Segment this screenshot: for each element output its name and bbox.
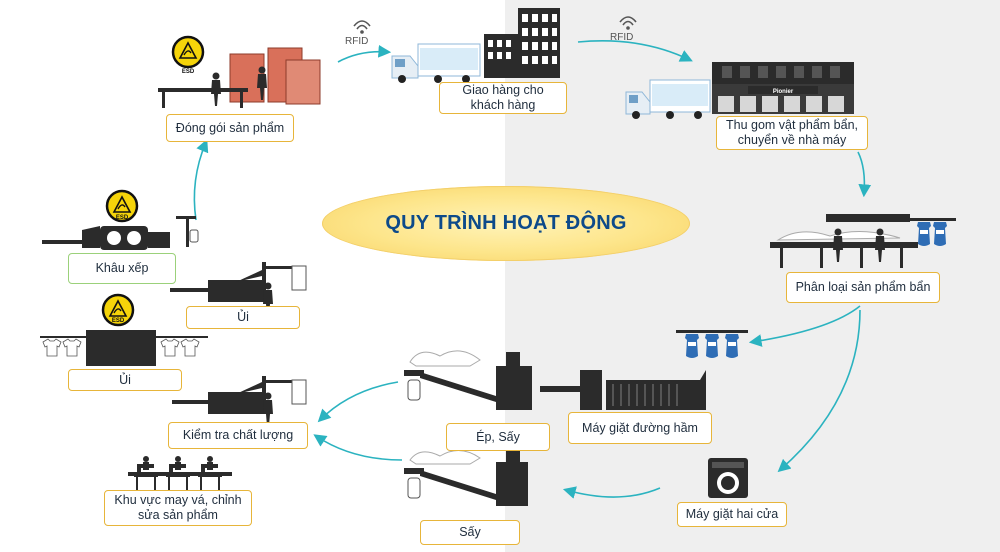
ironing-line: ESD [40,293,208,366]
ironing-machine-icon [170,262,307,316]
step-iron-1-label: Ủi [237,310,249,324]
rfid-icon [353,20,371,35]
rfid-label-2: RFID [610,32,633,43]
quality-check-station [172,376,307,426]
rfid-icon [619,16,637,31]
shirt-icon [180,338,200,357]
rfid-label-1: RFID [345,36,368,47]
factory-sign: Pionier [773,89,794,95]
step-iron-1: Ủi [186,306,300,329]
step-tunnel-washer: Máy giặt đường hầm [568,412,712,444]
step-quality-check: Kiểm tra chất lượng [168,422,308,449]
step-delivery: Giao hàng cho khách hàng [439,82,567,114]
step-collect-label: Thu gom vật phẩm bẩn, chuyển về nhà máy [725,118,859,147]
title-ellipse: QUY TRÌNH HOẠT ĐỘNG [322,186,690,261]
step-iron-2: Ủi [68,369,182,391]
bag-icon [705,334,719,358]
sewing-area [128,456,232,491]
step-sort: Phân loại sản phẩm bẩn [786,272,940,303]
shirt-icon [62,338,82,357]
page-title: QUY TRÌNH HOẠT ĐỘNG [385,212,627,234]
cart-icon [229,47,321,105]
step-folding: Khâu xếp [68,253,176,284]
factory-icon: Pionier [712,62,854,114]
step-packing: Đóng gói sản phẩm [166,114,294,142]
folding-machine: ESD [42,189,199,250]
esd-label: ESD [116,215,129,221]
step-sewing: Khu vực may vá, chỉnh sửa sản phẩm [104,490,252,526]
step-quality-check-label: Kiểm tra chất lượng [182,428,294,442]
washer-icon [708,458,748,498]
bag-icon [917,222,931,246]
step-packing-label: Đóng gói sản phẩm [175,120,285,135]
esd-label: ESD [182,69,195,75]
laundry-bags [676,330,748,358]
esd-label: ESD [112,318,125,324]
truck-icon [391,43,481,83]
bag-icon [933,222,947,246]
truck-icon [625,79,711,119]
building-icon [484,8,560,78]
step-dry: Sấy [420,520,520,545]
sorting-station [770,214,956,268]
step-dry-label: Sấy [459,525,481,539]
flow-arrows [193,40,872,499]
step-folding-label: Khâu xếp [95,261,149,275]
esd-icon [171,35,205,69]
shirt-icon [160,338,180,357]
dryer-line [404,450,528,506]
bag-icon [685,334,699,358]
step-iron-2-label: Ủi [119,372,131,387]
worker-icon [211,72,221,106]
step-tunnel-washer-label: Máy giặt đường hầm [582,420,698,435]
packing-station: ESD [158,35,321,108]
bag-icon [725,334,739,358]
step-delivery-label: Giao hàng cho khách hàng [462,83,544,112]
step-collect: Thu gom vật phẩm bẩn, chuyển về nhà máy [716,116,868,150]
step-two-door-washer: Máy giặt hai cửa [677,502,787,527]
step-press-dry-label: Ép, Sấy [476,429,520,444]
tunnel-washer-line [404,350,706,410]
step-sort-label: Phân loại sản phẩm bẩn [795,280,931,294]
step-two-door-washer-label: Máy giặt hai cửa [685,507,779,521]
step-sewing-label: Khu vực may vá, chỉnh sửa sản phẩm [114,493,242,522]
step-press-dry: Ép, Sấy [446,423,550,451]
shirt-icon [42,338,62,357]
